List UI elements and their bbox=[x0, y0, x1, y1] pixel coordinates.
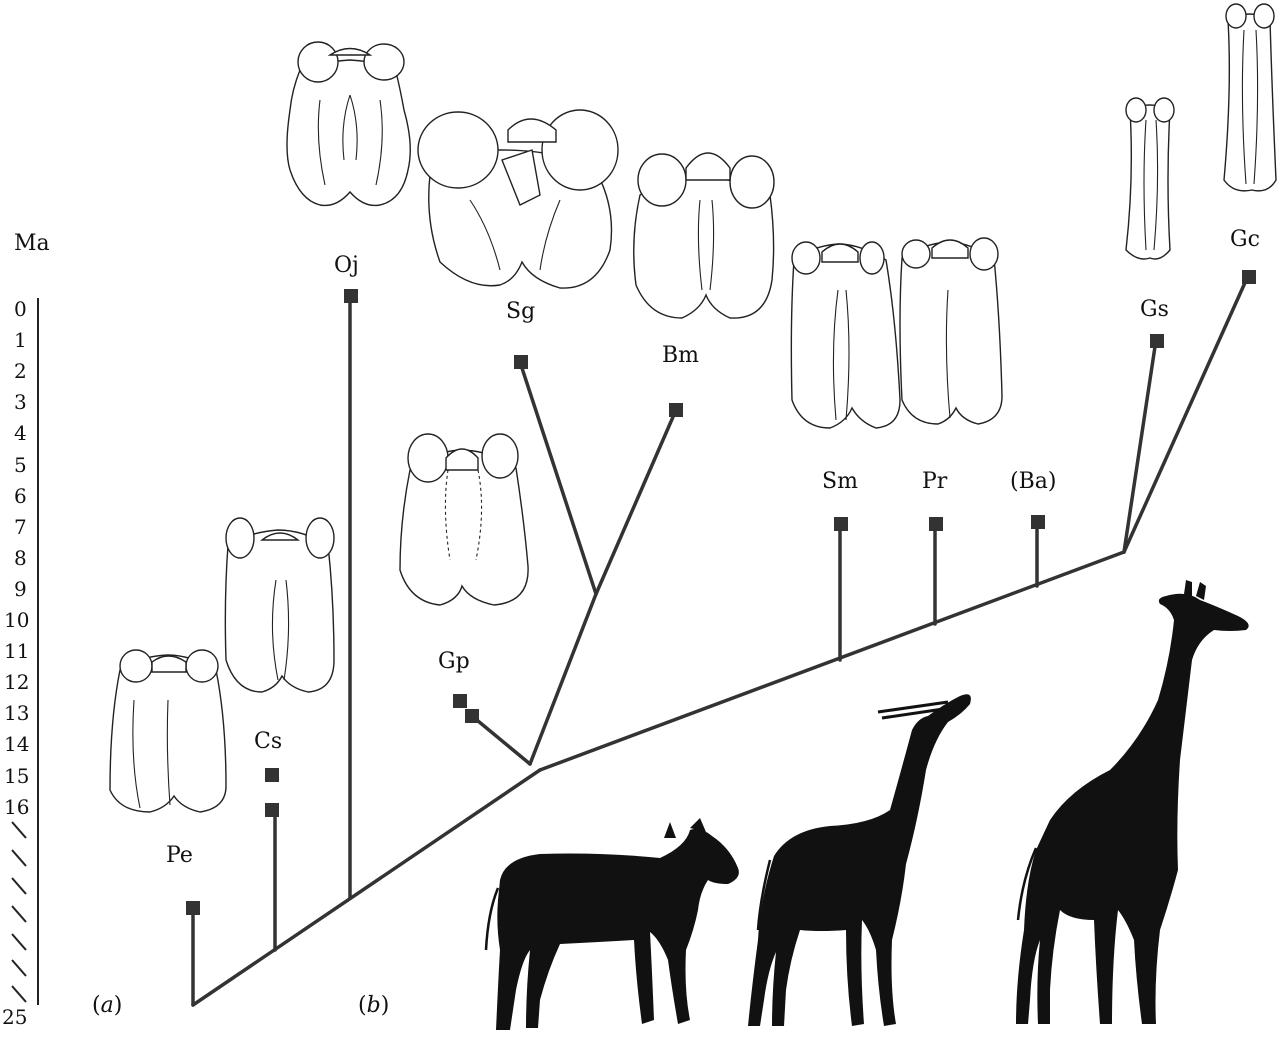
axis-tick-label-13: 13 bbox=[4, 701, 29, 725]
taxon-label-ba: (Ba) bbox=[1010, 469, 1056, 494]
axis-tick-label-10: 10 bbox=[4, 608, 29, 632]
branch-sgbm-stem bbox=[528, 592, 598, 766]
taxon-label-oj: Oj bbox=[334, 253, 359, 278]
taxon-label-pr: Pr bbox=[922, 469, 948, 494]
axis-tick-label-6: 6 bbox=[14, 484, 27, 508]
tip-bm bbox=[669, 403, 683, 417]
axis-tick-label-5: 5 bbox=[14, 453, 27, 477]
bone-drawing-pr bbox=[899, 237, 1003, 425]
tip-gp-2 bbox=[465, 709, 479, 723]
bone-drawing-oj bbox=[286, 41, 411, 207]
tip-oj bbox=[344, 289, 358, 303]
silhouette-giraffe bbox=[1016, 580, 1249, 1024]
taxon-label-pe: Pe bbox=[166, 843, 193, 868]
axis-break-marks bbox=[11, 821, 27, 1003]
axis-tick-label-4: 4 bbox=[14, 421, 27, 445]
axis-tick-label-12: 12 bbox=[4, 670, 29, 694]
tip-pe bbox=[186, 901, 200, 915]
branch-gp bbox=[470, 714, 532, 766]
taxon-label-cs: Cs bbox=[254, 729, 282, 754]
axis-tick-label-3: 3 bbox=[14, 390, 27, 414]
taxon-label-bm: Bm bbox=[662, 343, 699, 368]
tip-gc bbox=[1242, 270, 1256, 284]
axis-tick-label-11: 11 bbox=[4, 639, 29, 663]
axis-tick-label-1: 1 bbox=[14, 328, 27, 352]
silhouette-okapi bbox=[484, 818, 739, 1030]
taxon-label-sm: Sm bbox=[822, 469, 858, 494]
bone-drawing-pe bbox=[109, 649, 227, 813]
tip-pr bbox=[929, 517, 943, 531]
axis-tick-label-8: 8 bbox=[14, 546, 27, 570]
taxon-label-gp: Gp bbox=[438, 649, 470, 674]
bone-drawing-gp bbox=[399, 433, 529, 606]
axis-tick-label-2: 2 bbox=[14, 359, 27, 383]
axis-unit-label: Ma bbox=[14, 231, 50, 256]
tip-sg bbox=[514, 355, 528, 369]
bone-drawing-gs bbox=[1125, 97, 1175, 260]
tip-ba bbox=[1031, 515, 1045, 529]
axis-tick-label-14: 14 bbox=[4, 732, 29, 756]
tip-cs-1 bbox=[265, 768, 279, 782]
tip-markers bbox=[186, 270, 1256, 915]
branch-giraffid-stem bbox=[538, 550, 1126, 772]
bone-drawing-gc bbox=[1223, 3, 1277, 192]
panel-label-a: (a) bbox=[92, 993, 122, 1018]
phylogeny-tree bbox=[191, 274, 1250, 1007]
bone-drawing-bm bbox=[633, 152, 775, 319]
tip-gp-1 bbox=[453, 694, 467, 708]
axis-tick-label-7: 7 bbox=[14, 515, 27, 539]
branch-gs bbox=[1122, 338, 1158, 554]
axis-tick-label-15: 15 bbox=[4, 764, 29, 788]
bone-drawing-sg bbox=[417, 109, 619, 289]
branch-sg bbox=[518, 360, 598, 596]
taxon-label-gs: Gs bbox=[1140, 297, 1169, 322]
axis-tick-label-16: 16 bbox=[4, 795, 29, 819]
branch-bm bbox=[594, 408, 678, 596]
taxon-label-sg: Sg bbox=[506, 299, 535, 324]
tip-cs-2 bbox=[265, 803, 279, 817]
branch-stem bbox=[191, 768, 542, 1007]
taxon-labels: Oj Sg Bm Gp Cs Pe Sm Pr (Ba) Gs Gc bbox=[166, 227, 1260, 868]
tip-sm bbox=[834, 517, 848, 531]
axis-tick-label-25: 25 bbox=[2, 1005, 27, 1029]
panel-label-b: (b) bbox=[358, 993, 389, 1018]
taxon-label-gc: Gc bbox=[1230, 227, 1260, 252]
axis-tick-label-0: 0 bbox=[14, 297, 27, 321]
silhouette-samotherium bbox=[748, 694, 971, 1026]
tip-gs bbox=[1150, 334, 1164, 348]
bone-drawing-cs bbox=[224, 517, 335, 693]
bone-drawing-sm bbox=[790, 241, 901, 429]
axis-tick-label-9: 9 bbox=[14, 577, 27, 601]
branch-gc bbox=[1122, 274, 1250, 554]
